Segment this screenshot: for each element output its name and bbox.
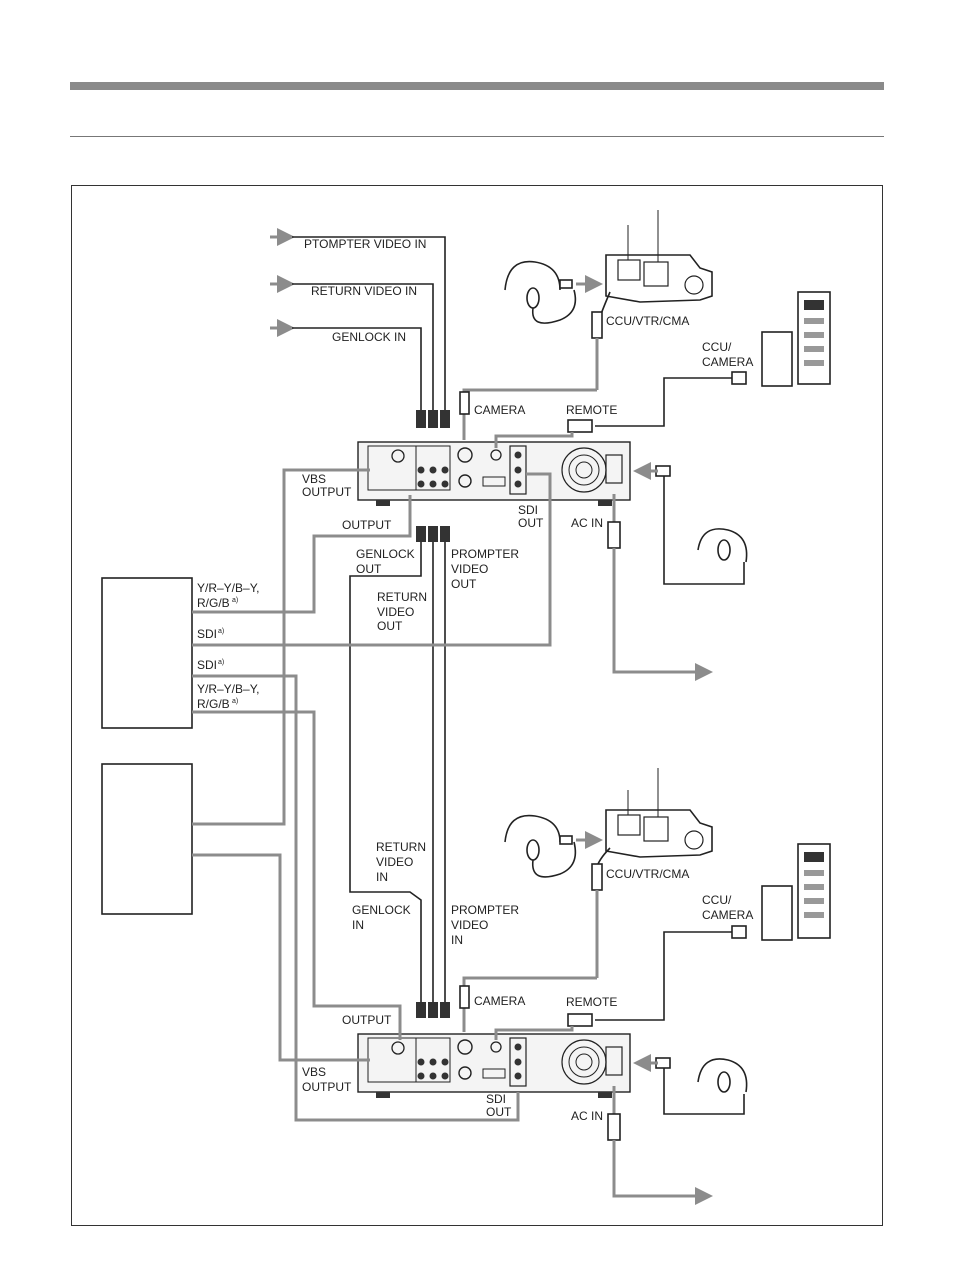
label-return-out-3: OUT: [377, 619, 403, 633]
label-sdi-b: SDI: [197, 658, 217, 672]
ac-power-bottom: [607, 1086, 713, 1205]
label-ccu-vtr-cma-top: CCU/VTR/CMA: [606, 314, 689, 328]
monitor-box-top: [101, 577, 193, 729]
svg-text:a): a): [232, 698, 238, 705]
label-sdi-out-top: OUT: [518, 516, 544, 530]
label-vbs-output-bottom: OUTPUT: [302, 1080, 352, 1094]
svg-text:a): a): [218, 628, 224, 635]
label-prompter-in-2: VIDEO: [451, 918, 488, 932]
label-return-in-2: VIDEO: [376, 855, 413, 869]
interconnect-cables: [349, 526, 450, 1018]
label-prompter-in-3: IN: [451, 933, 463, 947]
label-component-a: Y/R–Y/B–Y,: [197, 581, 259, 595]
label-return-in-3: IN: [376, 870, 388, 884]
camcorder-bottom: [459, 768, 713, 1032]
svg-text:a): a): [232, 597, 238, 604]
ccu-unit-top: [357, 441, 631, 506]
label-sdi-top: SDI: [518, 503, 538, 517]
label-genlock-out: GENLOCK: [356, 547, 415, 561]
label-return-out: RETURN: [377, 590, 427, 604]
label-remote-top: REMOTE: [566, 403, 617, 417]
label-camera-bottom: CAMERA: [474, 994, 525, 1008]
label-genlock-in-2: GENLOCK: [352, 903, 411, 917]
label-genlock-in-3: IN: [352, 918, 364, 932]
ac-power-top: [607, 494, 713, 681]
label-vbs-bottom: VBS: [302, 1065, 326, 1079]
bnc-plugs-top: [416, 410, 450, 428]
headset-right-bottom: [633, 1054, 748, 1115]
label-prompter-out-2: VIDEO: [451, 562, 488, 576]
label-remote-bottom: REMOTE: [566, 995, 617, 1009]
camcorder-top: [459, 210, 713, 440]
remote-panels-bottom: [494, 843, 831, 1040]
diagram-frame: [71, 185, 883, 1226]
input-arrows: [270, 228, 295, 337]
label-ccu-bottom: CCU/: [702, 893, 732, 907]
remote-panels-top: [494, 291, 831, 448]
headset-right-top: [633, 462, 748, 585]
label-prompter-out: PROMPTER: [451, 547, 519, 561]
label-vbs-top: VBS: [302, 472, 326, 486]
label-sdi-out-bottom: OUT: [486, 1105, 512, 1119]
label-ccu-top: CCU/: [702, 340, 732, 354]
label-ac-in-bottom: AC IN: [571, 1109, 603, 1123]
svg-text:a): a): [218, 659, 224, 666]
label-return-video-in: RETURN VIDEO IN: [311, 284, 417, 298]
diagram-labels: PTOMPTER VIDEO IN RETURN VIDEO IN GENLOC…: [197, 237, 753, 1123]
label-genlock-in: GENLOCK IN: [332, 330, 406, 344]
label-rgb-b: R/G/B: [197, 697, 230, 711]
label-ac-in-top: AC IN: [571, 516, 603, 530]
label-prompter-out-3: OUT: [451, 577, 477, 591]
label-sdi-bottom: SDI: [486, 1092, 506, 1106]
label-output-bottom: OUTPUT: [342, 1013, 392, 1027]
label-return-in: RETURN: [376, 840, 426, 854]
label-camera-remote-top: CAMERA: [702, 355, 753, 369]
label-rgb-a: R/G/B: [197, 596, 230, 610]
label-sdi-a: SDI: [197, 627, 217, 641]
header-rule: [70, 136, 884, 137]
label-return-out-2: VIDEO: [377, 605, 414, 619]
monitor-box-bottom: [101, 763, 193, 915]
input-cables: [292, 236, 446, 412]
label-camera-remote-bottom: CAMERA: [702, 908, 753, 922]
label-prompter-video-in: PTOMPTER VIDEO IN: [304, 237, 426, 251]
label-prompter-in: PROMPTER: [451, 903, 519, 917]
label-ccu-vtr-cma-bottom: CCU/VTR/CMA: [606, 867, 689, 881]
label-genlock-out-2: OUT: [356, 562, 382, 576]
ccu-unit-bottom: [357, 1033, 631, 1098]
label-component-b: Y/R–Y/B–Y,: [197, 682, 259, 696]
label-vbs-output-top: OUTPUT: [302, 485, 352, 499]
header-bar: [70, 82, 884, 90]
label-output-top: OUTPUT: [342, 518, 392, 532]
headset-top: [504, 260, 603, 324]
headset-bottom: [504, 814, 603, 878]
label-camera-top: CAMERA: [474, 403, 525, 417]
gray-cables: [192, 468, 552, 1122]
